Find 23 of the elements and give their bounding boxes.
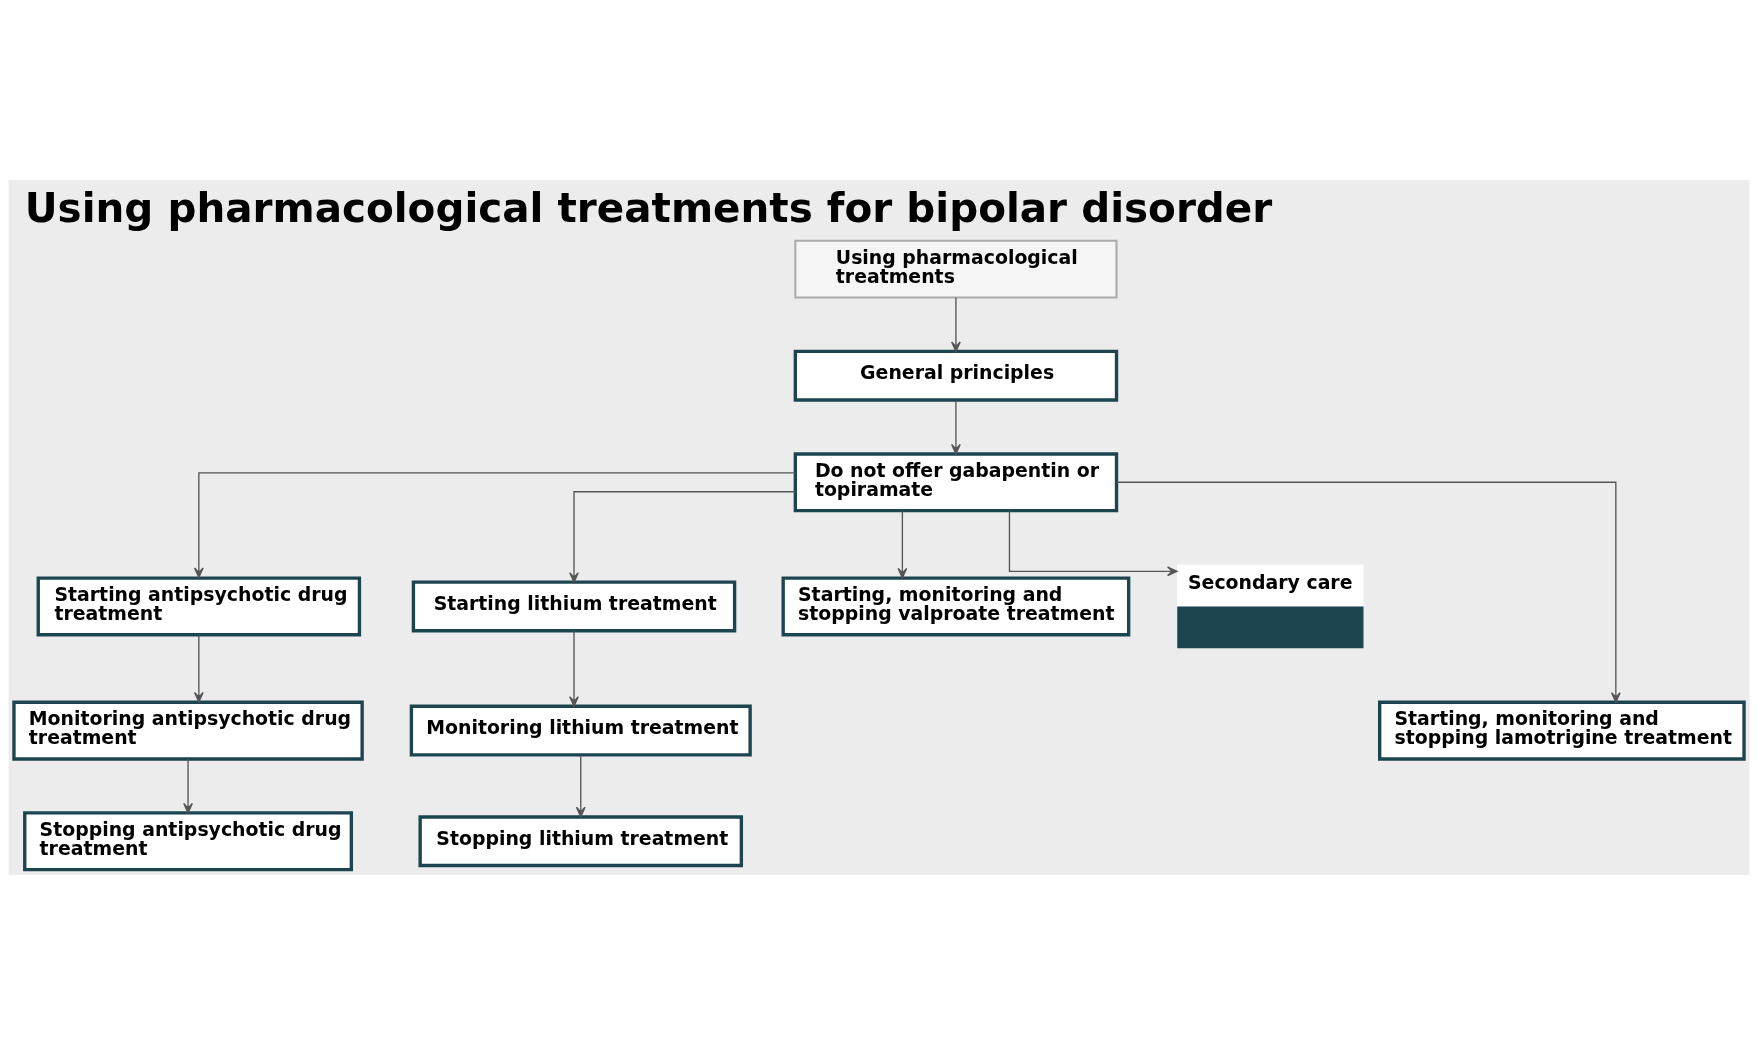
node-box: Starting, monitoring and stopping lamotrigine treatment: [1378, 700, 1746, 761]
node-box: Using pharmacological treatments: [794, 239, 1118, 298]
arrow: [569, 629, 579, 707]
arrow: [193, 471, 796, 578]
arrow: [1116, 481, 1621, 703]
node-box: Stopping lithium treatment: [418, 814, 744, 867]
arrow: [897, 509, 908, 578]
arrow: [193, 634, 204, 703]
node-box: Starting antipsychotic drug treatment: [36, 575, 362, 636]
node-box: Monitoring antipsychotic drug treatment: [12, 700, 364, 761]
arrow: [575, 754, 586, 817]
node-box: Monitoring lithium treatment: [409, 704, 752, 757]
arrow: [183, 757, 193, 814]
arrow: [951, 296, 961, 352]
node-box: General principles: [793, 349, 1119, 402]
node-box: Starting, monitoring and stopping valproate treatment: [781, 575, 1131, 636]
node-box: Do not offer gabapentin or topiramate: [793, 451, 1119, 512]
arrow: [569, 490, 796, 583]
node-box: Starting lithium treatment: [411, 579, 737, 632]
diagram-title: Using pharmacological treatments for bipolar disorder: [24, 183, 1273, 232]
node-box: Stopping antipsychotic drug treatment: [23, 810, 354, 871]
arrow: [1008, 509, 1178, 576]
arrow: [951, 399, 961, 455]
